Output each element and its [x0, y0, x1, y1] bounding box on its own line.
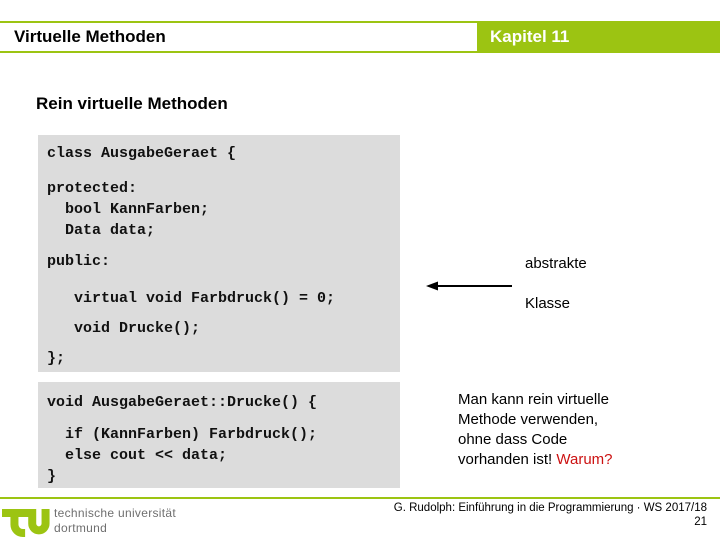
note-highlight: Warum?	[556, 451, 613, 468]
annotation-klasse: Klasse	[525, 295, 571, 312]
code-line: protected:	[47, 180, 138, 197]
code-line: void Drucke();	[47, 320, 201, 337]
chapter-label: Kapitel 11	[490, 27, 570, 46]
page-number: 21	[694, 516, 707, 528]
note-line: vorhanden ist! Warum?	[458, 450, 698, 470]
brand-wordmark: technische universität dortmund	[54, 506, 176, 536]
code-block-class-declaration: class AusgabeGeraet { protected: bool Kan…	[38, 135, 400, 372]
left-arrow-icon	[424, 278, 516, 294]
tu-dortmund-logo-icon	[2, 504, 50, 543]
footer-right: G. Rudolph: Einführung in die Programmie…	[394, 501, 707, 529]
footer-credit: G. Rudolph: Einführung in die Programmie…	[393, 502, 707, 514]
header-band: Virtuelle Methoden Kapitel 11	[0, 21, 720, 53]
chapter-badge: Kapitel 11	[477, 21, 720, 53]
code-line: };	[47, 350, 66, 367]
code-line: else cout << data;	[47, 447, 228, 464]
code-line: public:	[47, 253, 111, 270]
code-line: bool KannFarben;	[47, 201, 210, 218]
code-line: Data data;	[47, 222, 156, 239]
note-line: ohne dass Code	[458, 431, 568, 448]
header-title-area: Virtuelle Methoden	[0, 21, 482, 53]
brand-line-2: dortmund	[54, 521, 108, 535]
note-line-text: vorhanden ist!	[458, 451, 553, 468]
note-line: Methode verwenden,	[458, 411, 599, 428]
page-title: Virtuelle Methoden	[14, 27, 166, 46]
slide-subtitle: Rein virtuelle Methoden	[36, 94, 228, 113]
note-text: Man kann rein virtuelle Methode verwende…	[458, 390, 698, 470]
brand-line-1: technische universität	[54, 506, 176, 520]
code-line: if (KannFarben) Farbdruck();	[47, 426, 318, 443]
code-line: virtual void Farbdruck() = 0;	[47, 290, 336, 307]
annotation-abstrakte: abstrakte	[525, 255, 587, 272]
note-line: Man kann rein virtuelle	[458, 391, 609, 408]
code-line: class AusgabeGeraet {	[47, 145, 237, 162]
code-line: void AusgabeGeraet::Drucke() {	[47, 394, 318, 411]
code-line: }	[47, 468, 57, 485]
footer-divider	[0, 497, 720, 499]
code-block-implementation: void AusgabeGeraet::Drucke() { if (KannF…	[38, 382, 400, 488]
